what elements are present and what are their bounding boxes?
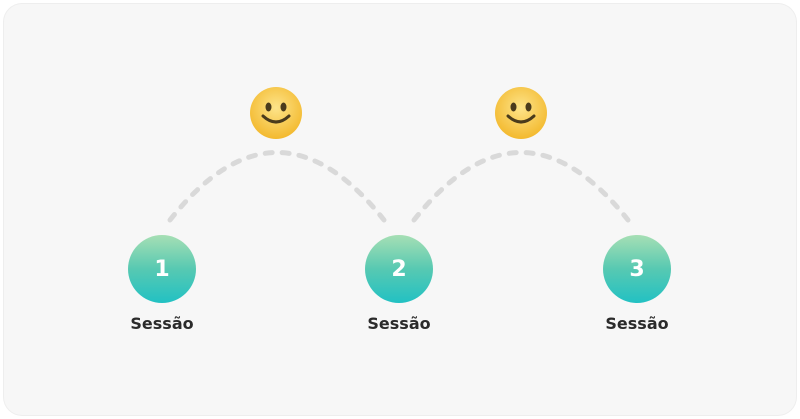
connector-arc-1-2 — [167, 150, 387, 223]
session-number: 3 — [629, 256, 645, 282]
session-number: 1 — [154, 256, 170, 282]
session-label: Sessão — [605, 314, 669, 333]
session-node-3: 3 — [603, 235, 671, 303]
connector-arc-2-3 — [411, 150, 631, 223]
session-label: Sessão — [367, 314, 431, 333]
diagram-card — [4, 4, 796, 415]
session-node-2: 2 — [365, 235, 433, 303]
smiley-face-icon — [250, 87, 302, 139]
session-number: 2 — [391, 256, 407, 282]
smiley-face-icon — [495, 87, 547, 139]
session-node-1: 1 — [128, 235, 196, 303]
session-label: Sessão — [130, 314, 194, 333]
